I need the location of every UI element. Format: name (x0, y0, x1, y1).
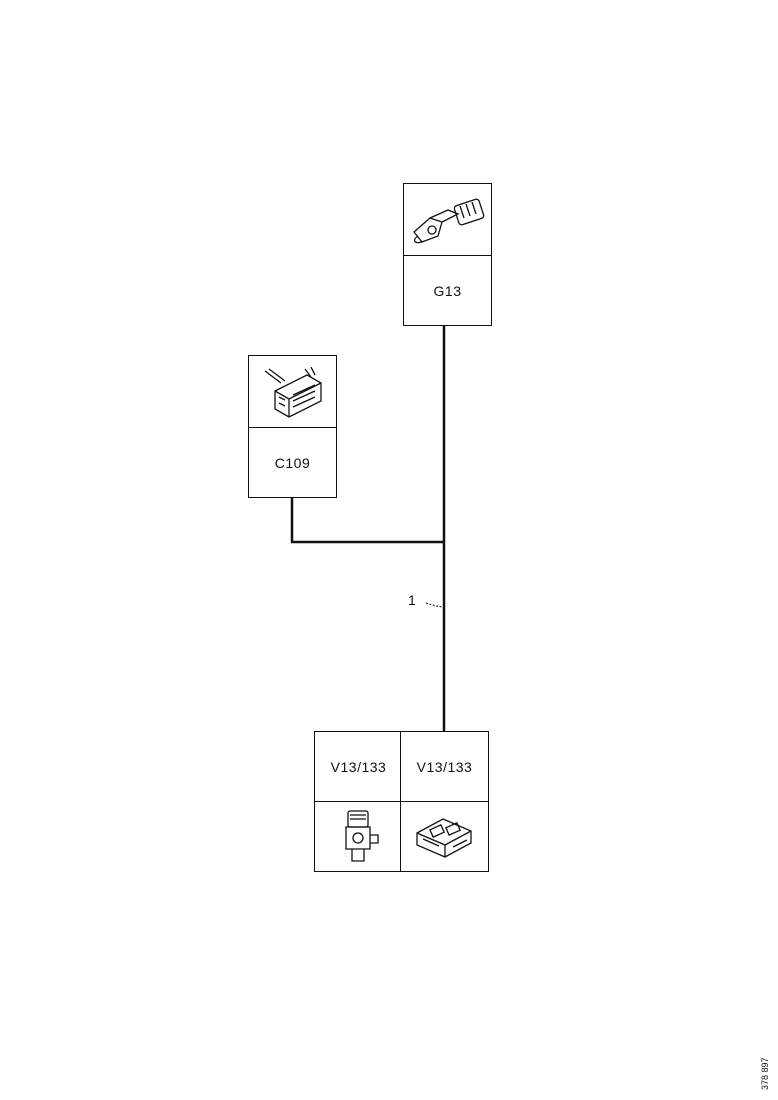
c109-divider (249, 427, 336, 428)
connector-icon (404, 184, 491, 255)
v13-133-left-divider (315, 801, 402, 802)
component-c109[interactable]: C109 (248, 355, 337, 498)
connector-housing-icon (401, 802, 488, 872)
component-v13-133-left[interactable]: V13/133 (314, 731, 403, 872)
reference-code: 378 897 (760, 1057, 770, 1090)
c109-label: C109 (274, 455, 311, 471)
component-v13-133-right[interactable]: V13/133 (400, 731, 489, 872)
g13-divider (404, 255, 491, 256)
wire-number-label: 1 (408, 592, 416, 608)
v13-133-left-label: V13/133 (330, 758, 387, 775)
g13-label: G13 (433, 283, 462, 299)
sensor-unit-icon (315, 802, 402, 872)
connector-block-icon (249, 356, 336, 427)
v13-133-right-label: V13/133 (416, 758, 473, 775)
wire-label-leader (425, 602, 443, 608)
v13-133-right-divider (401, 801, 488, 802)
component-g13[interactable]: G13 (403, 183, 492, 326)
